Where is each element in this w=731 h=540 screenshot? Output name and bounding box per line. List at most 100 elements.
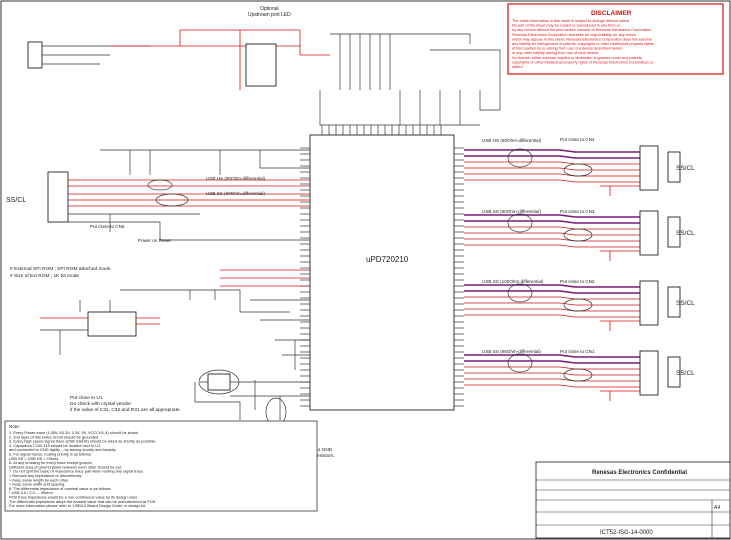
label-size-ext-rom: # Size of Ext ROM ; 1K bit mode (10, 273, 79, 279)
title-doc-no: ICT52-ISG-14-0000 (600, 530, 653, 536)
disclaimer-line: copyrights or other intellectual propert… (512, 60, 654, 64)
disclaimer-line: Renesas Electronics Corporation assumes … (512, 33, 636, 37)
notes-title: Note: (9, 424, 20, 429)
connector-body (667, 216, 681, 248)
note-line: 6. At any crossing for every trace excep… (9, 460, 92, 465)
bus-type-label: USB SS (85Ohm-differential) (482, 349, 541, 354)
port-trace (464, 238, 640, 242)
note-line: > Keep same length by each other. (9, 477, 69, 482)
disclaimer-line: or any other liability arising from use … (512, 51, 599, 55)
port-trace (464, 149, 640, 153)
connector-body (667, 356, 681, 388)
usb-hub-controller-ic: uPD720210 (309, 134, 455, 411)
diff-pair-marker (507, 353, 533, 373)
chip-label: uPD720210 (366, 255, 409, 264)
diff-pair-marker (563, 298, 593, 312)
disclaimer-line: No part of the sheet may be copied or re… (512, 24, 621, 28)
port-trace (464, 302, 640, 306)
note-line: The differential impedance adopt the nea… (9, 499, 156, 504)
crystal-note-2: Do check with crystal vendor (70, 401, 131, 407)
port-trace (464, 214, 640, 218)
port-power-trace (600, 250, 640, 261)
port-power-trace (600, 390, 640, 401)
crystal-note-1: Put close to U1 (70, 395, 103, 401)
label-usb-ss-left: USB SS (90Ohm-differential) (206, 191, 265, 196)
put-close-label: Put close to CN3 (560, 209, 595, 214)
port-trace (464, 220, 640, 224)
port-trace (464, 161, 640, 165)
port-trace (464, 173, 640, 177)
port-trace (464, 155, 640, 159)
crystal-note-3: if the value of C31, C32 and R31 are all… (70, 407, 181, 413)
diff-pair-marker (563, 163, 593, 177)
downstream-connector (639, 145, 659, 191)
disclaimer-line: by any means without the prior written c… (512, 28, 652, 32)
note-line: 2. 2nd layer of this entire circuit shou… (9, 434, 99, 439)
diff-pair-marker (563, 228, 593, 242)
note-line: and connected to GND tightly -- by traci… (9, 447, 116, 452)
note-line: sufficient area of ground plane between … (9, 464, 122, 469)
port-trace (464, 226, 640, 230)
port-trace (464, 354, 640, 358)
notes-box: Note: 1. Every Power trace (1.05V, A3.3V… (4, 420, 318, 512)
note-line: * USB 3.0 / 2.0 --- 90ohm (9, 490, 53, 495)
title-block: Renesas Electronics Confidential ICT52-I… (535, 461, 731, 539)
port-trace (464, 290, 640, 294)
bus-type-label: USB HS (90Ohm-differential) (482, 138, 542, 143)
led-title-1: Optional (260, 6, 279, 12)
diff-pair-marker (507, 148, 533, 168)
led-title-2: Upstream port LED (248, 12, 291, 18)
port-trace (464, 314, 640, 318)
downstream-port-buses: SS/CL USB HS (90Ohm-differential) Put clos… (464, 137, 695, 401)
disclaimer-line: of third parties by or arising from use … (512, 47, 622, 51)
port-trace (464, 372, 640, 376)
bus-type-label: USB SS (100Ohm-differential) (482, 279, 544, 284)
downstream-connector (639, 210, 659, 256)
port-trace (464, 284, 640, 288)
ss-cl-label: SS/CL (676, 300, 695, 307)
note-line: For more information please refer to 'US… (9, 503, 146, 508)
note-line: > Keep same width and spacing. (9, 482, 65, 487)
port-trace (464, 179, 640, 183)
put-close-label: Put close to CN2 (560, 279, 595, 284)
port-trace (464, 232, 640, 236)
port-trace (464, 244, 640, 248)
port-trace (464, 308, 640, 312)
port-trace (464, 296, 640, 300)
label-usb-hs-left: USB HS (90Ohm-differential) (206, 176, 266, 181)
title-company: Renesas Electronics Confidential (592, 470, 687, 476)
label-ext-spi-rom: # External SPI ROM ; SPI ROM attached mo… (10, 266, 111, 272)
port-trace (464, 167, 640, 171)
ss-cl-label: SS/CL (676, 370, 695, 377)
title-rev: A4 (714, 505, 720, 511)
diff-pair-marker (563, 368, 593, 382)
diff-pair-marker (507, 213, 533, 233)
port-power-trace (600, 185, 640, 196)
disclaimer-line: No license, either express, implied or o… (512, 56, 643, 60)
downstream-connector (639, 280, 659, 326)
label-put-close-cn5: Put close to CN5 (90, 224, 125, 229)
port-trace (464, 384, 640, 388)
put-close-label: Put close to CN4 (560, 137, 595, 142)
connector-body (667, 286, 681, 318)
note-line: USB SS > USB HS > Others (9, 456, 58, 461)
downstream-connector (639, 350, 659, 396)
port-power-trace (600, 320, 640, 331)
note-line: 1. Every Power trace (1.05V, A3.3V, 3.3V… (9, 430, 139, 435)
disclaimer-line: which may appear in this sheet. Renesas … (512, 37, 652, 41)
top-power-circuit: Optional Upstream port LED (27, 6, 501, 126)
crystal-oscillator (194, 340, 310, 427)
disclaimer-box: DISCLAIMER The entire information in thi… (507, 3, 724, 75)
port-trace (464, 378, 640, 382)
note-line: 4. Capacitors C100-119 should be located… (9, 443, 101, 448)
disclaimer-line: any liability for infringement of patent… (512, 42, 654, 46)
ss-cl-label: SS/CL (676, 230, 695, 237)
upstream-connector: SS/CL (6, 149, 310, 241)
note-line: PCB trace impedance would be a non-conti… (9, 495, 138, 500)
disclaimer-line: others. (512, 65, 524, 69)
note-line: 3. Every high speed signal trace (USB SS… (9, 439, 156, 444)
put-close-label: Put close to CN1 (560, 349, 595, 354)
ss-cl-left: SS/CL (6, 197, 26, 204)
note-line: 7. Do not split the basic of impedance t… (9, 469, 144, 474)
